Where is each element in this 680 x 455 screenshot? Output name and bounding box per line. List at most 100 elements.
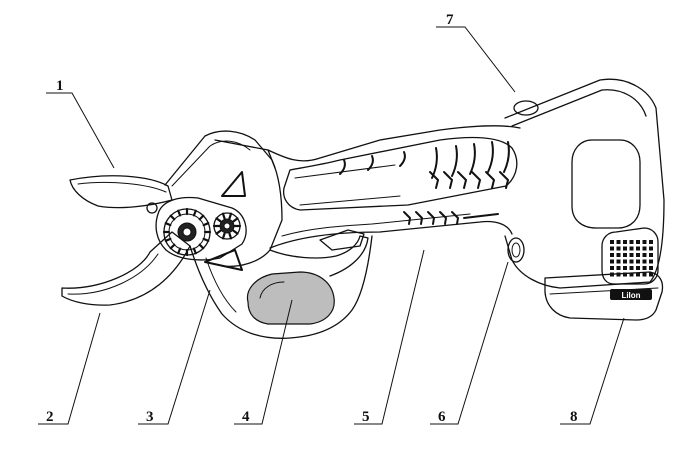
main-body	[267, 78, 665, 289]
grip-mark	[487, 141, 494, 173]
grille-hole	[623, 253, 627, 257]
grille-hole	[616, 266, 621, 270]
grille-hole	[610, 259, 614, 264]
grille-hole	[616, 246, 621, 251]
gear-tooth	[198, 243, 205, 250]
small-gear-teeth	[212, 212, 242, 240]
grille-hole	[642, 253, 647, 257]
gear-tooth	[169, 243, 176, 250]
gear-tooth	[192, 209, 197, 217]
grille-hole	[649, 246, 653, 251]
gear-tooth	[198, 214, 205, 221]
head-vent-icon	[221, 171, 246, 197]
grille-hole	[649, 259, 653, 264]
grille-hole	[616, 272, 621, 277]
grille-hole	[623, 272, 627, 277]
gear-tooth	[232, 217, 239, 223]
grille-hole	[623, 266, 627, 270]
grille-hole	[629, 266, 634, 270]
grille-hole	[610, 246, 614, 251]
grille-hole	[610, 240, 614, 244]
grille-hole	[642, 240, 647, 244]
callout-4: 4	[242, 409, 250, 425]
grip-marks-top	[339, 141, 510, 189]
grille-hole	[629, 272, 634, 277]
grip-mark	[367, 155, 374, 171]
gear-tooth	[228, 232, 233, 240]
gear-mechanism	[146, 196, 247, 261]
grille-hole	[629, 246, 634, 251]
grille-hole	[649, 272, 653, 277]
grip-chevron	[443, 171, 453, 189]
grille-hole	[623, 259, 627, 264]
grille-hole	[629, 253, 634, 257]
upper-blade	[69, 175, 173, 209]
gear-tooth	[215, 229, 222, 235]
lower-blade	[61, 231, 191, 306]
grille-hole	[636, 259, 640, 264]
lower-handle	[189, 229, 373, 339]
grille-hole	[649, 253, 653, 257]
gear-tooth	[215, 217, 222, 223]
grille-hole	[629, 240, 634, 244]
body-vent-slots	[403, 211, 459, 225]
grille-hole	[636, 240, 640, 244]
callout-1: 1	[56, 78, 64, 94]
grille-hole	[642, 272, 647, 277]
grille-hole	[616, 253, 621, 257]
grille-hole	[636, 246, 640, 251]
grille-hole	[649, 266, 653, 270]
grille-hole	[616, 259, 621, 264]
callout-8: 8	[570, 409, 578, 425]
trigger	[246, 235, 369, 325]
callout-3: 3	[146, 409, 154, 425]
grip-chevron	[499, 171, 509, 189]
gear-tooth	[164, 222, 172, 227]
grip-chevron	[429, 171, 439, 189]
lower-vent-icon	[204, 249, 243, 271]
gear-tooth	[164, 237, 172, 242]
gear-tooth	[177, 247, 182, 255]
battery-grille	[610, 240, 653, 277]
callout-leaders	[38, 26, 625, 425]
grille-hole	[629, 259, 634, 264]
vent-slot	[427, 211, 435, 225]
gear-tooth	[202, 222, 210, 227]
grille-hole	[623, 246, 627, 251]
vent-slot	[451, 211, 459, 225]
grip-chevron	[457, 171, 467, 189]
side-button	[507, 237, 525, 263]
battery-logo-badge	[610, 289, 652, 300]
gear-tooth	[228, 212, 233, 220]
grip-mark	[503, 141, 510, 173]
callout-6: 6	[438, 409, 446, 425]
grille-hole	[636, 266, 640, 270]
vent-slot	[439, 211, 447, 225]
grille-hole	[642, 246, 647, 251]
gear-tooth	[232, 229, 239, 235]
vent-slot	[415, 211, 423, 225]
grille-hole	[636, 272, 640, 277]
grille-hole	[623, 240, 627, 244]
battery-logo-text: LiIon	[621, 291, 640, 300]
grip-mark	[469, 143, 476, 175]
main-gear-teeth	[162, 207, 212, 257]
grille-hole	[636, 253, 640, 257]
gear-tooth	[221, 212, 226, 220]
gear-tooth	[169, 214, 176, 221]
gear-tooth	[202, 237, 210, 242]
grille-hole	[616, 240, 621, 244]
callout-5: 5	[362, 409, 370, 425]
vent-slot	[403, 211, 411, 225]
grip-chevron	[485, 171, 495, 189]
grip-chevron	[471, 171, 481, 189]
grip-mark	[451, 145, 458, 177]
gear-tooth	[221, 232, 226, 240]
grip-mark	[339, 159, 346, 175]
callout-7: 7	[446, 12, 454, 28]
grille-hole	[610, 266, 614, 270]
gear-tooth	[192, 247, 197, 255]
grille-hole	[642, 266, 647, 270]
grille-hole	[610, 253, 614, 257]
gear-tooth	[177, 209, 182, 217]
